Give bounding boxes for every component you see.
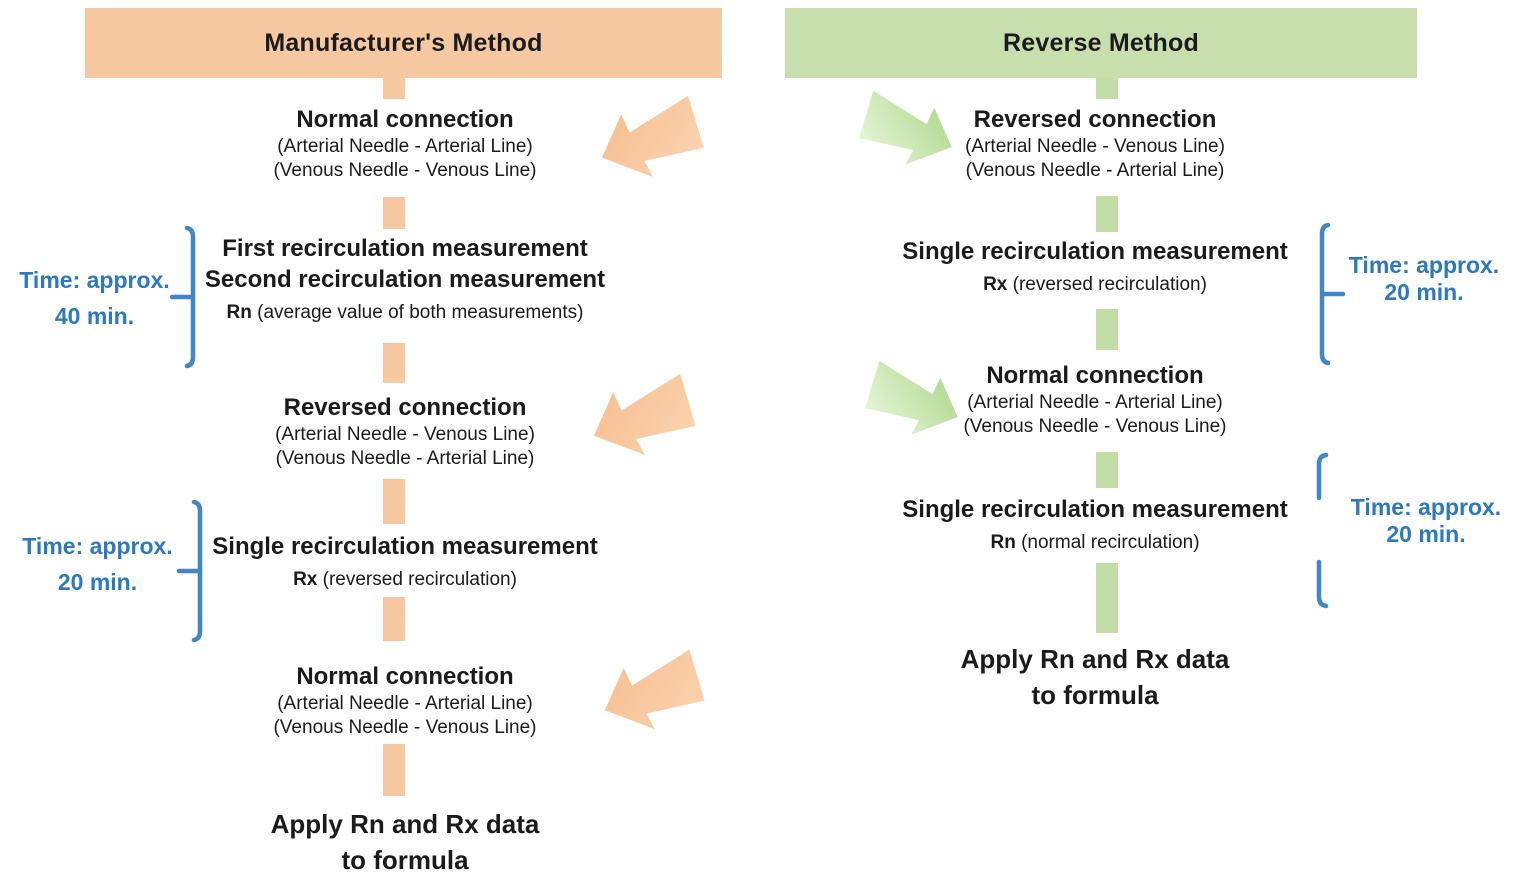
flow-connector-green-2 — [1096, 196, 1118, 232]
measurement-label: Rx (reversed recirculation) — [90, 568, 720, 591]
step-left-normal-connection-1: Normal connection (Arterial Needle - Art… — [90, 104, 720, 182]
apply-line: Apply Rn and Rx data — [270, 809, 540, 839]
step-right-single-measurement-rn: Single recirculation measurement Rn (nor… — [780, 494, 1410, 554]
down-left-arrow-icon-1 — [601, 95, 704, 177]
flow-connector-orange-6 — [383, 744, 405, 796]
step-title: Second recirculation measurement — [204, 266, 606, 293]
down-left-arrow-icon-3 — [604, 649, 705, 730]
step-title: Reversed connection — [973, 106, 1217, 133]
measurement-symbol: Rx — [293, 569, 318, 590]
time-label-right-20min-2: Time: approx. 20 min. — [1335, 494, 1517, 548]
step-title: Reversed connection — [283, 394, 527, 421]
step-left-normal-connection-2: Normal connection (Arterial Needle - Art… — [90, 661, 720, 739]
measurement-symbol: Rn — [226, 302, 252, 323]
measurement-symbol: Rn — [990, 532, 1016, 553]
time-bracket-left-1 — [169, 225, 196, 369]
measurement-note: (reversed recirculation) — [1007, 274, 1207, 295]
step-left-reversed-connection: Reversed connection (Arterial Needle - V… — [90, 392, 720, 470]
time-label-line: 20 min. — [1386, 521, 1466, 547]
time-bracket-left-2 — [176, 499, 203, 643]
down-right-arrow-icon-2 — [865, 360, 958, 435]
step-title: Normal connection — [986, 362, 1204, 389]
step-subline: (Venous Needle - Arterial Line) — [965, 159, 1225, 181]
step-right-normal-connection: Normal connection (Arterial Needle - Art… — [780, 360, 1410, 438]
manufacturers-method-header: Manufacturer's Method — [85, 8, 722, 78]
apply-line: to formula — [1031, 680, 1159, 710]
apply-line: to formula — [341, 845, 469, 872]
measurement-label: Rx (reversed recirculation) — [780, 273, 1410, 296]
measurement-label: Rn (average value of both measurements) — [90, 301, 720, 324]
header-title: Reverse Method — [1003, 28, 1199, 57]
step-right-single-measurement-rx: Single recirculation measurement Rx (rev… — [780, 236, 1410, 296]
flow-connector-orange-2 — [383, 197, 405, 229]
step-subline: (Arterial Needle - Arterial Line) — [277, 693, 533, 714]
step-title: First recirculation measurement — [222, 235, 588, 262]
step-left-recirculation-measurements: First recirculation measurement Second r… — [90, 233, 720, 324]
time-label-line: 20 min. — [1384, 279, 1464, 305]
time-label-line: 40 min. — [54, 303, 135, 329]
time-label-line: Time: approx. — [1350, 494, 1502, 520]
step-subline: (Venous Needle - Venous Line) — [273, 159, 537, 181]
reverse-method-header: Reverse Method — [785, 8, 1417, 78]
flow-connector-green-3 — [1096, 309, 1118, 350]
time-label-right-20min-1: Time: approx. 20 min. — [1333, 252, 1515, 306]
header-title: Manufacturer's Method — [264, 28, 543, 57]
time-label-line: 20 min. — [57, 569, 138, 595]
step-subline: (Arterial Needle - Venous Line) — [275, 424, 535, 445]
time-bracket-right-1 — [1319, 222, 1346, 366]
step-title: Normal connection — [296, 106, 514, 133]
flow-connector-orange-1 — [383, 78, 405, 99]
flow-connector-orange-4 — [383, 479, 405, 524]
step-subline: (Arterial Needle - Venous Line) — [965, 136, 1225, 157]
measurement-note: (reversed recirculation) — [317, 569, 517, 590]
step-subline: (Venous Needle - Venous Line) — [963, 415, 1227, 437]
step-title: Single recirculation measurement — [212, 533, 598, 560]
down-right-arrow-icon-1 — [859, 90, 952, 165]
step-right-apply-formula: Apply Rn and Rx data to formula — [780, 641, 1410, 713]
time-label-line: Time: approx. — [1348, 252, 1500, 278]
measurement-label: Rn (normal recirculation) — [780, 531, 1410, 554]
flow-connector-green-5 — [1096, 563, 1118, 633]
step-title: Single recirculation measurement — [902, 496, 1288, 523]
flow-connector-green-4 — [1096, 452, 1118, 488]
time-label-left-40min: Time: approx. 40 min. — [2, 262, 187, 334]
step-subline: (Arterial Needle - Arterial Line) — [967, 392, 1223, 413]
step-left-apply-formula: Apply Rn and Rx data to formula — [90, 806, 720, 872]
step-subline: (Arterial Needle - Arterial Line) — [277, 136, 533, 157]
down-left-arrow-icon-2 — [593, 373, 696, 455]
step-left-single-measurement-rx: Single recirculation measurement Rx (rev… — [90, 531, 720, 591]
step-title: Single recirculation measurement — [902, 238, 1288, 265]
step-subline: (Venous Needle - Venous Line) — [273, 716, 537, 738]
apply-line: Apply Rn and Rx data — [960, 644, 1230, 674]
measurement-note: (normal recirculation) — [1015, 532, 1200, 553]
time-label-line: Time: approx. — [22, 533, 173, 559]
step-title: Normal connection — [296, 663, 514, 690]
measurement-symbol: Rx — [983, 274, 1008, 295]
step-right-reversed-connection: Reversed connection (Arterial Needle - V… — [780, 104, 1410, 182]
time-label-line: Time: approx. — [19, 267, 170, 293]
time-bracket-right-2 — [1316, 452, 1329, 609]
flow-connector-orange-3 — [383, 343, 405, 383]
measurement-note: (average value of both measurements) — [251, 302, 584, 323]
time-label-left-20min: Time: approx. 20 min. — [5, 528, 190, 600]
step-subline: (Venous Needle - Arterial Line) — [275, 447, 535, 469]
flow-connector-green-1 — [1096, 78, 1118, 99]
flow-connector-orange-5 — [383, 597, 405, 641]
